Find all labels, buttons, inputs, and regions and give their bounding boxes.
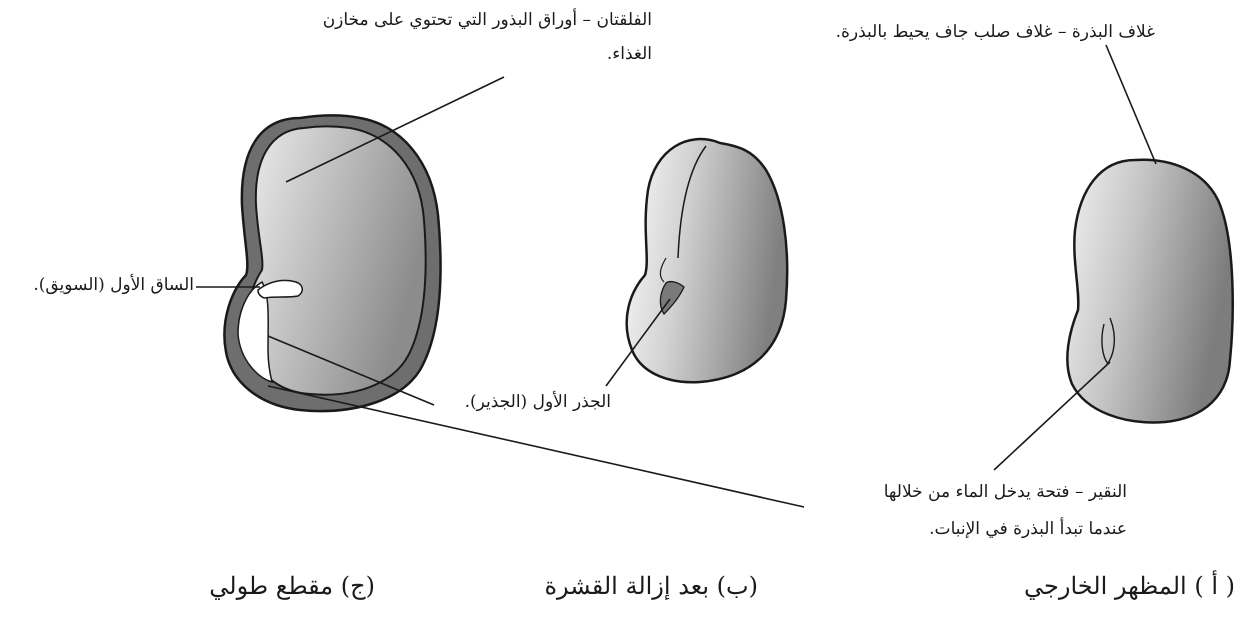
leader-seed-coat	[1105, 44, 1157, 165]
seed-peeled-view	[625, 137, 789, 384]
leader-cotyledons	[285, 76, 505, 183]
peeled-seed-outline	[625, 137, 789, 384]
cotyledons-label-line1: الفلقتان – أوراق البذور التي تحتوي على م…	[322, 10, 652, 30]
radicle-white	[237, 280, 274, 384]
caption-longitudinal-section: (ج) مقطع طولي	[209, 572, 375, 600]
seed-longitudinal-section	[223, 114, 442, 413]
leader-micropyle-a	[993, 361, 1111, 471]
caption-external-view: ( أ ) المظهر الخارجي	[1024, 572, 1235, 600]
section-cotyledon	[246, 125, 427, 396]
plumule-label: الساق الأول (السويق).	[33, 275, 194, 295]
leader-radicle	[267, 335, 435, 406]
plumule-white	[257, 279, 303, 299]
caption-after-peeling: (ب) بعد إزالة القشرة	[544, 572, 758, 600]
seed-external-view	[1066, 158, 1234, 424]
leader-lines	[196, 44, 1157, 508]
embryo-notch-crease	[659, 257, 667, 283]
seed-coat-outline	[1066, 158, 1234, 424]
leader-micropyle-c	[267, 385, 805, 508]
leader-notch	[605, 298, 671, 387]
cotyledon-split-line	[677, 145, 707, 259]
micropyle-label-line1: النقير – فتحة يدخل الماء من خلالها	[883, 482, 1127, 502]
seed-coat-label: غلاف البذرة – غلاف صلب جاف يحيط بالبذرة.	[835, 22, 1155, 42]
cotyledons-label-line2: الغذاء.	[606, 44, 652, 64]
radicle-label: الجذر الأول (الجذير).	[464, 392, 611, 412]
embryo-notch	[659, 280, 685, 316]
micropyle-label-line2: عندما تبدأ البذرة في الإنبات.	[929, 519, 1127, 539]
